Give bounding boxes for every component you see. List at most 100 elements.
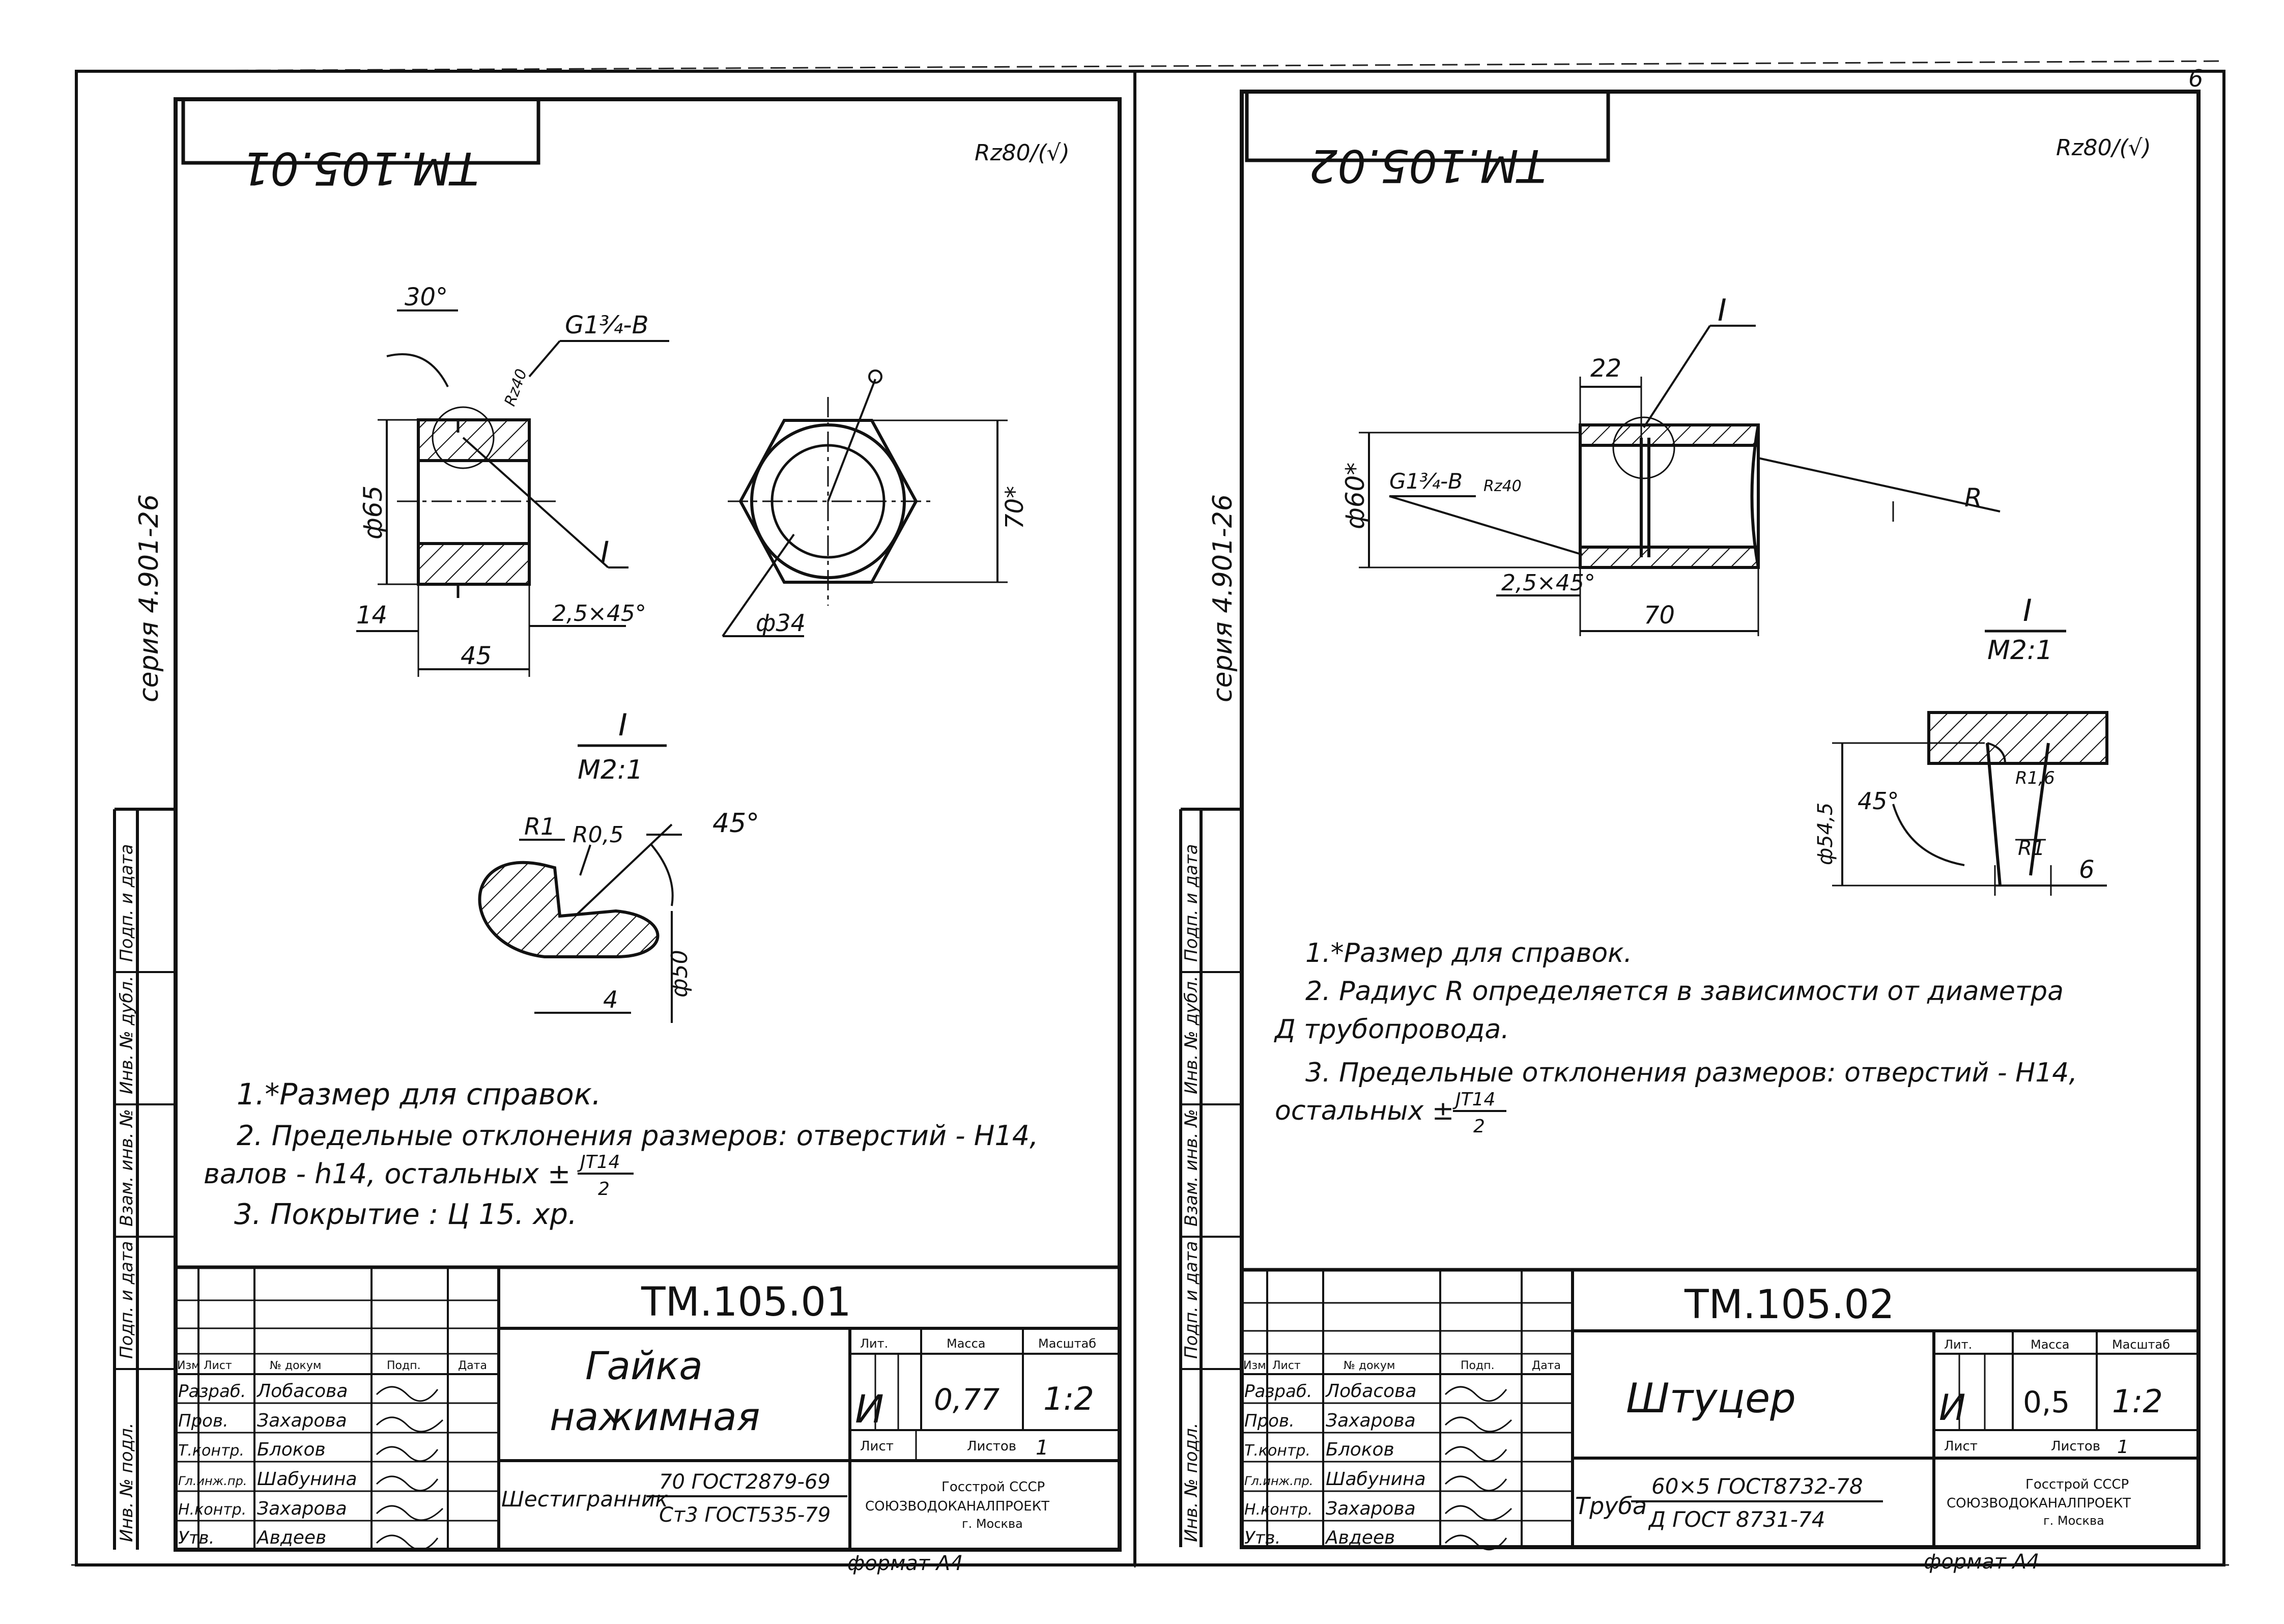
sheet1-dim-r1: R1 [524,813,555,840]
sheet2-person-0: Лобасова [1325,1381,1416,1402]
sheet1-lit: И [855,1386,884,1432]
sheet1-title-block: TM.105.01 Гайка нажимная Изм Лист № доку… [174,1265,1122,1552]
sheet1-tb-name-1: Гайка [585,1343,703,1388]
sheet2-side-label-2: Взам. инв. № [1181,1109,1202,1227]
sheet1-dim-chamfer: 2,5×45° [552,601,646,626]
sheet2-role-0: Разраб. [1244,1381,1312,1402]
sheet1-mass: 0,77 [934,1382,1000,1417]
sheet1-tol-den: 2 [598,1179,610,1200]
sheet2-tol-den: 2 [1473,1116,1485,1137]
sheet2-side-label-3: Инв. № дубл. [1181,976,1202,1094]
sheet1-org-2: СОЮЗВОДОКАНАЛПРОЕКТ [865,1499,1049,1514]
sheet2-sheet-lbl: Лист [1944,1439,1978,1454]
sheet2-fitting-section: I 22 ф60* G1¾-B Rz40 R 2,5×45° 70 [1340,293,2001,636]
sheet1-notes: 1.*Размер для справок. 2. Предельные отк… [204,1077,1038,1231]
sheet2-mass: 0,5 [2023,1385,2070,1419]
page-number: 6 [2188,65,2203,92]
sheet2-dim-rz: Rz40 [1483,477,1522,495]
sheet2-person-4: Захарова [1326,1498,1416,1519]
sheet1-dim-d50: ф50 [667,950,693,998]
sheet2-hdr-date: Дата [1532,1359,1561,1372]
sheet2-tb-code: TM.105.02 [1684,1282,1895,1328]
sheet1-format: формат А4 [847,1552,963,1575]
sheet1-person-1: Захарова [257,1410,347,1431]
sheet1-side-label-0: Инв. № подл. [117,1422,137,1542]
sheet1-side-label-3: Инв. № дубл. [117,976,137,1094]
sheet-1: TM.105.01 Rz80/(√) серия 4.901-26 Инв. №… [75,70,1136,1575]
sheet1-series-label: серия 4.901-26 [134,494,164,702]
sheet-2: TM.105.02 Rz80/(√) серия 4.901-26 Инв. №… [1133,70,2225,1574]
sheet2-role-4: Н.контр. [1244,1501,1312,1519]
sheet1-side-label-4: Подп. и дата [117,844,137,962]
sheet1-role-0: Разраб. [178,1381,246,1402]
sheet1-dim-14: 14 [356,601,387,630]
sheet2-mass-hdr: Масса [2031,1337,2070,1352]
sheet2-dim-r1: R1 [2018,837,2045,860]
sheet2-org-3: г. Москва [2043,1514,2104,1528]
sheet2-detail-mark: I [2023,593,2032,629]
sheet1-tb-name-2: нажимная [550,1394,760,1439]
sheet2-note-3: Д трубопровода. [1274,1014,1509,1045]
sheet2-lit: И [1939,1387,1965,1429]
sheet2-note-5: остальных ± [1275,1096,1454,1126]
sheet1-detail-scale: M2:1 [578,755,643,785]
sheet2-scale-hdr: Масштаб [2112,1337,2170,1352]
sheet1-note-3: валов - h14, остальных ± [204,1158,570,1190]
sheet2-format: формат А4 [1924,1550,2040,1574]
sheet1-hdr-izm: Изм [177,1359,200,1372]
sheet1-person-0: Лобасова [256,1381,348,1402]
sheet2-hdr-izm: Изм [1243,1359,1266,1372]
sheet1-dim-hex: 70* [1001,486,1029,529]
sheet1-dim-4: 4 [603,986,618,1013]
sheet2-detail-scale: M2:1 [1987,635,2053,666]
sheet2-detail: I M2:1 ф54,5 45° R1,6 R1 6 [1814,593,2108,896]
sheet1-note-1: 1.*Размер для справок. [237,1077,601,1112]
sheet1-mass-hdr: Масса [947,1336,986,1351]
sheet2-material-lbl: Труба [1575,1492,1647,1520]
sheet2-sheets-lbl: Листов [2051,1439,2100,1454]
sheet1-scale: 1:2 [1043,1380,1094,1417]
sheet1-note-2: 2. Предельные отклонения размеров: отвер… [237,1120,1038,1152]
sheet2-tol-num: JT14 [1452,1089,1495,1110]
sheet2-org-1: Госстрой СССР [2025,1477,2129,1492]
sheet2-dim-45deg: 45° [1858,787,1899,815]
sheet2-lit-hdr: Лит. [1944,1337,1972,1352]
sheet1-detail: I M2:1 R1 R0,5 45° ф50 4 [478,707,759,1023]
sheet2-signatures [1444,1386,1512,1551]
sheet2-dim-6: 6 [2079,856,2095,884]
sheet2-side-label-1: Подп. и дата [1181,1241,1202,1359]
sheet1-dim-angle: 30° [405,283,448,311]
sheet1-dim-rz: Rz40 [501,367,531,409]
sheet1-tb-code: TM.105.01 [641,1279,851,1325]
sheet2-dim-radius: R [1964,483,1982,512]
sheet1-sheets-val: 1 [1036,1436,1048,1460]
sheet1-material-bot: Ст3 ГОСТ535-79 [659,1503,831,1527]
sheet1-sheets-lbl: Листов [967,1439,1016,1454]
sheet1-person-4: Захарова [257,1498,347,1519]
sheet1-dim-thread: G1¾-B [565,311,649,339]
sheet2-scale: 1:2 [2112,1383,2163,1420]
sheet2-note-1: 1.*Размер для справок. [1305,938,1632,968]
sheet1-tol-num: JT14 [577,1152,620,1173]
sheet1-hdr-doc: № докум [270,1359,321,1372]
sheet2-dim-thread: G1¾-B [1389,469,1463,494]
sheet1-person-3: Шабунина [257,1469,357,1490]
sheet2-hdr-list: Лист [1272,1359,1301,1372]
sheet1-org-3: г. Москва [962,1517,1023,1531]
sheet2-title-block: TM.105.02 Штуцер Изм Лист № докум Подп. … [1240,1268,2201,1551]
sheet1-person-5: Авдеев [256,1527,326,1548]
sheet2-dim-70: 70 [1644,601,1675,630]
sheet1-sheet-lbl: Лист [860,1439,894,1454]
sheet2-person-2: Блоков [1326,1439,1394,1460]
sheet1-roughness: Rz80/(√) [975,140,1070,166]
sheet2-role-5: Утв. [1244,1528,1280,1548]
sheet1-hdr-date: Дата [458,1359,487,1372]
sheet1-side-label-2: Взам. инв. № [117,1109,137,1227]
sheet1-dim-45deg: 45° [712,808,759,839]
sheet1-material-top: 70 ГОСТ2879-69 [659,1470,831,1494]
sheet2-role-1: Пров. [1244,1411,1295,1431]
sheet1-side-label-1: Подп. и дата [117,1241,137,1359]
sheet2-hdr-sign: Подп. [1461,1359,1495,1372]
sheet2-note-2: 2. Радиус R определяется в зависимости о… [1305,976,2064,1007]
